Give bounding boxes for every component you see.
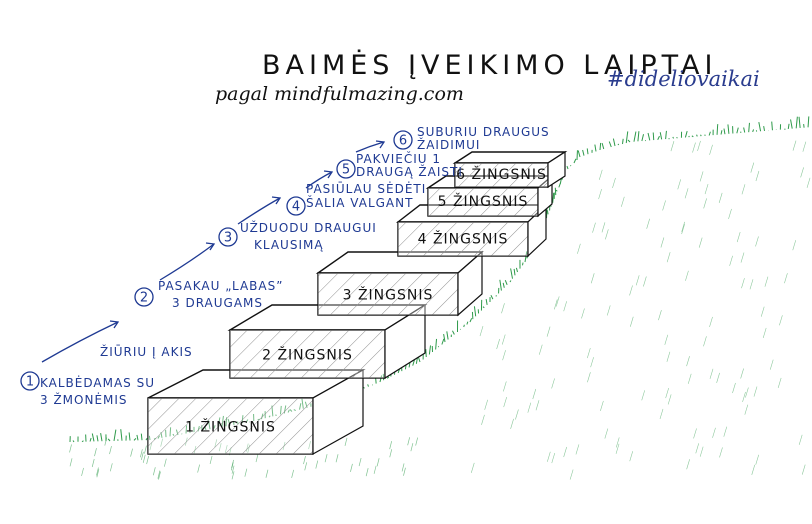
stair-step-6: 6 ŽINGSNIS bbox=[455, 152, 565, 187]
note-line: PAKVIEČIU 1 bbox=[356, 151, 441, 166]
step-number: 1 bbox=[26, 375, 34, 390]
step-label-6: 6 ŽINGSNIS bbox=[456, 165, 547, 183]
arrow-5 bbox=[356, 142, 384, 152]
step-number: 5 bbox=[342, 163, 350, 178]
stair-step-1: 1 ŽINGSNIS bbox=[148, 370, 363, 454]
arrow-2 bbox=[160, 244, 214, 280]
note-line: PASAKAU „LABAS” bbox=[158, 279, 283, 293]
step-number: 2 bbox=[140, 291, 148, 306]
note-line: 3 ŽMONĖMIS bbox=[40, 392, 128, 407]
page-subtitle: pagal mindfulmazing.com bbox=[215, 83, 464, 105]
note-line: PASIŪLAU SĖDĖTI bbox=[306, 181, 426, 196]
stair-step-3: 3 ŽINGSNIS bbox=[318, 252, 482, 315]
step-label-2: 2 ŽINGSNIS bbox=[262, 346, 353, 364]
step-label-1: 1 ŽINGSNIS bbox=[185, 418, 276, 436]
stair-step-2: 2 ŽINGSNIS bbox=[230, 305, 425, 378]
hashtag: #dideliovaikai bbox=[607, 67, 760, 91]
step-top-6 bbox=[455, 152, 565, 163]
step-label-3: 3 ŽINGSNIS bbox=[343, 286, 434, 304]
note-line: 3 DRAUGAMS bbox=[172, 296, 263, 310]
step-label-4: 4 ŽINGSNIS bbox=[418, 230, 509, 248]
step-note-3: 3 UŽDUODU DRAUGUI KLAUSIMĄ bbox=[219, 220, 377, 252]
note-line: ŽAIDIMUI bbox=[417, 137, 480, 152]
note-line: ŠALIA VALGANT bbox=[306, 195, 413, 210]
note-line: UŽDUODU DRAUGUI bbox=[240, 220, 377, 235]
note-line: DRAUGĄ ŽAISTI bbox=[356, 164, 463, 179]
step-note-2: 2 PASAKAU „LABAS” 3 DRAUGAMS bbox=[135, 279, 283, 310]
step-number: 6 bbox=[399, 134, 407, 149]
step-number: 4 bbox=[292, 200, 300, 215]
note-line: KALBĖDAMAS SU bbox=[40, 375, 155, 390]
step-label-5: 5 ŽINGSNIS bbox=[438, 192, 529, 210]
note-line: KLAUSIMĄ bbox=[254, 238, 324, 252]
note-line: ŽIŪRIU Į AKIS bbox=[100, 344, 193, 359]
step-number: 3 bbox=[224, 231, 232, 246]
note-line: SUBURIU DRAUGUS bbox=[417, 125, 550, 139]
